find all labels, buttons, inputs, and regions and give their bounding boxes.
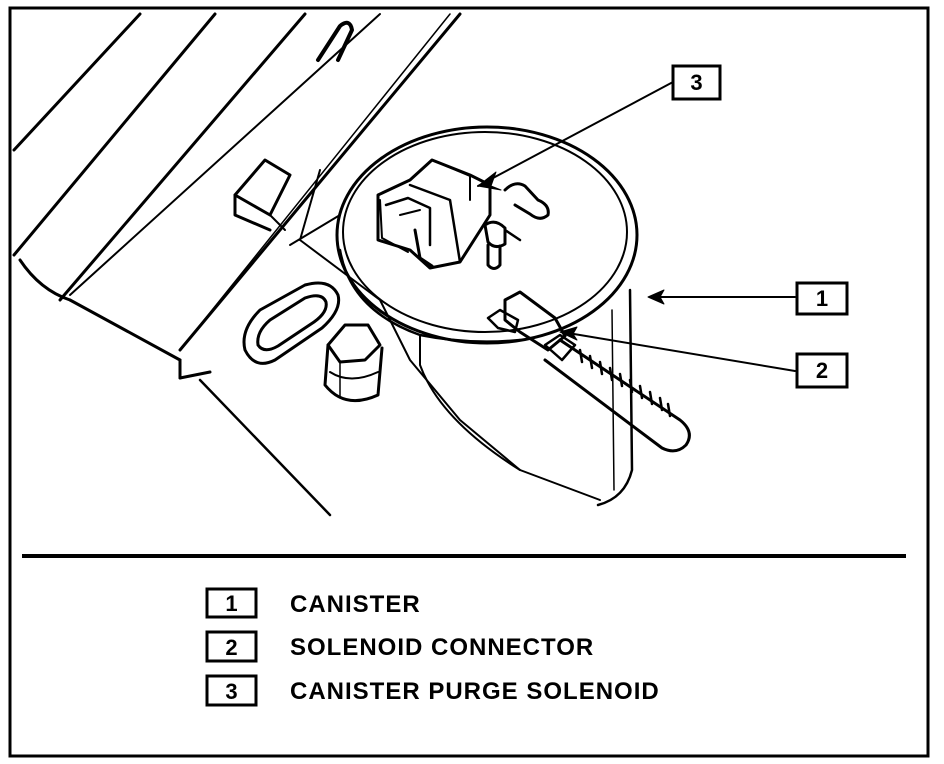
leader-arrowheads xyxy=(477,171,665,341)
leader-lines xyxy=(477,81,796,372)
legend: 1 CANISTER 2 SOLENOID CONNECTOR 3 CANIST… xyxy=(205,587,660,707)
body-panel xyxy=(12,12,601,517)
callout-number: 1 xyxy=(816,286,828,311)
canister xyxy=(335,125,639,507)
legend-item-3: 3 CANISTER PURGE SOLENOID xyxy=(205,674,660,707)
legend-number-box xyxy=(205,587,258,619)
mounting-bolt xyxy=(323,323,384,403)
legend-number: 3 xyxy=(225,679,237,704)
legend-item-1: 1 CANISTER xyxy=(205,587,421,619)
legend-label: CANISTER PURGE SOLENOID xyxy=(290,678,660,705)
solenoid-connector xyxy=(486,290,577,362)
callout-box xyxy=(671,64,722,101)
mounting-slot xyxy=(242,281,341,365)
legend-number: 2 xyxy=(225,635,237,660)
callout-1: 1 xyxy=(795,281,849,316)
legend-label: SOLENOID CONNECTOR xyxy=(290,634,594,661)
callout-box xyxy=(795,281,849,316)
callout-number: 3 xyxy=(690,70,702,95)
callout-box xyxy=(795,352,849,389)
legend-number-box xyxy=(205,630,258,663)
callout-2: 2 xyxy=(795,352,849,389)
callout-number: 2 xyxy=(816,358,828,383)
legend-number-box xyxy=(205,674,258,707)
callout-3: 3 xyxy=(671,64,722,101)
legend-item-2: 2 SOLENOID CONNECTOR xyxy=(205,630,594,663)
legend-number: 1 xyxy=(225,591,237,616)
purge-solenoid xyxy=(376,158,550,270)
legend-label: CANISTER xyxy=(290,591,421,618)
engine-illustration xyxy=(12,12,796,517)
wiring-harness xyxy=(543,338,691,453)
